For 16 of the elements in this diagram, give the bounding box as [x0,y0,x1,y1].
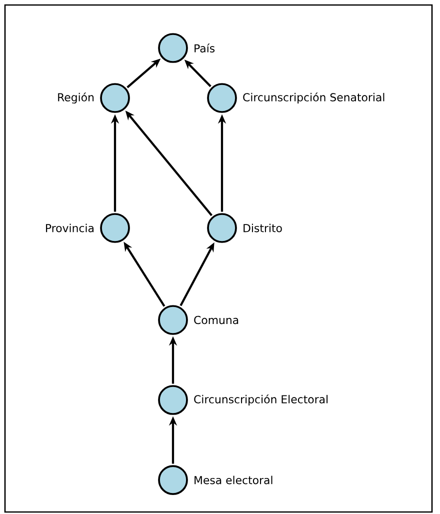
node-label: Provincia [46,224,94,232]
node-circle [100,213,130,243]
node-circle [158,465,188,495]
node-label: Mesa electoral [194,476,272,484]
node-label: Distrito [244,224,282,232]
node-label: Región [58,92,94,104]
node-circle [207,83,237,113]
node-circle [158,33,188,63]
node-label: País [194,44,215,52]
node-circle [158,385,188,415]
node-label: Circunscripción Senatorial [243,92,384,104]
node-circle [207,213,237,243]
node-circle [158,305,188,335]
node-label: Circunscripción Electoral [194,394,328,406]
node-circle [100,83,130,113]
node-label: Comuna [194,316,238,324]
